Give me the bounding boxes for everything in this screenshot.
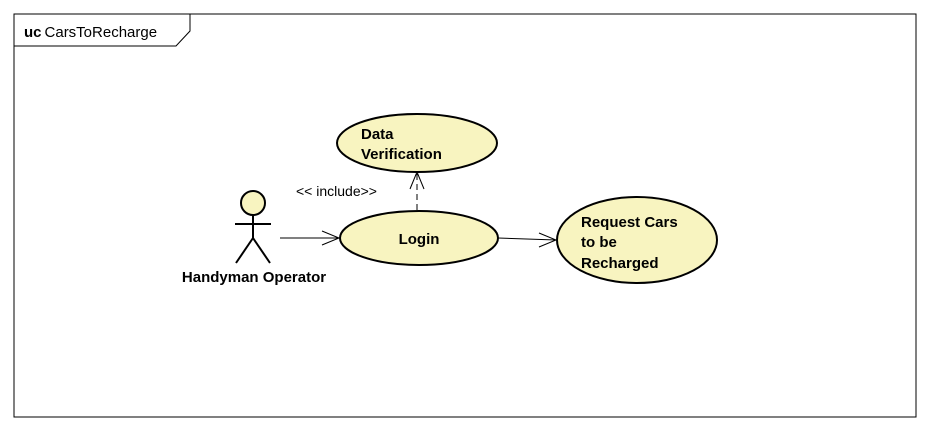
actor-handyman-operator[interactable]: [235, 190, 271, 264]
include-stereotype: << include>>: [296, 183, 377, 199]
use-case-label-line: Recharged: [581, 255, 659, 272]
use-case-label-line: to be: [581, 234, 617, 251]
actor-label: Handyman Operator: [182, 269, 326, 286]
use-case-request-cars[interactable]: Request Cars to be Recharged: [556, 196, 718, 284]
use-case-label-line: Login: [399, 231, 440, 248]
actor-left-leg: [235, 237, 254, 264]
use-case-login[interactable]: Login: [339, 210, 499, 266]
actor-head: [240, 190, 266, 216]
use-case-data-verification[interactable]: Data Verification: [336, 113, 498, 173]
association-login-request[interactable]: [497, 232, 558, 248]
diagram-frame: [13, 13, 917, 418]
include-relation[interactable]: [409, 170, 425, 210]
frame-keyword: uc: [24, 24, 42, 41]
use-case-label-line: Verification: [361, 146, 442, 163]
frame-name: CarsToRecharge: [45, 24, 158, 41]
association-actor-login[interactable]: [280, 230, 341, 246]
use-case-label-line: Request Cars: [581, 214, 678, 231]
actor-right-leg: [252, 237, 271, 264]
use-case-label-line: Data: [361, 126, 394, 143]
frame-name-tab: [13, 14, 191, 47]
